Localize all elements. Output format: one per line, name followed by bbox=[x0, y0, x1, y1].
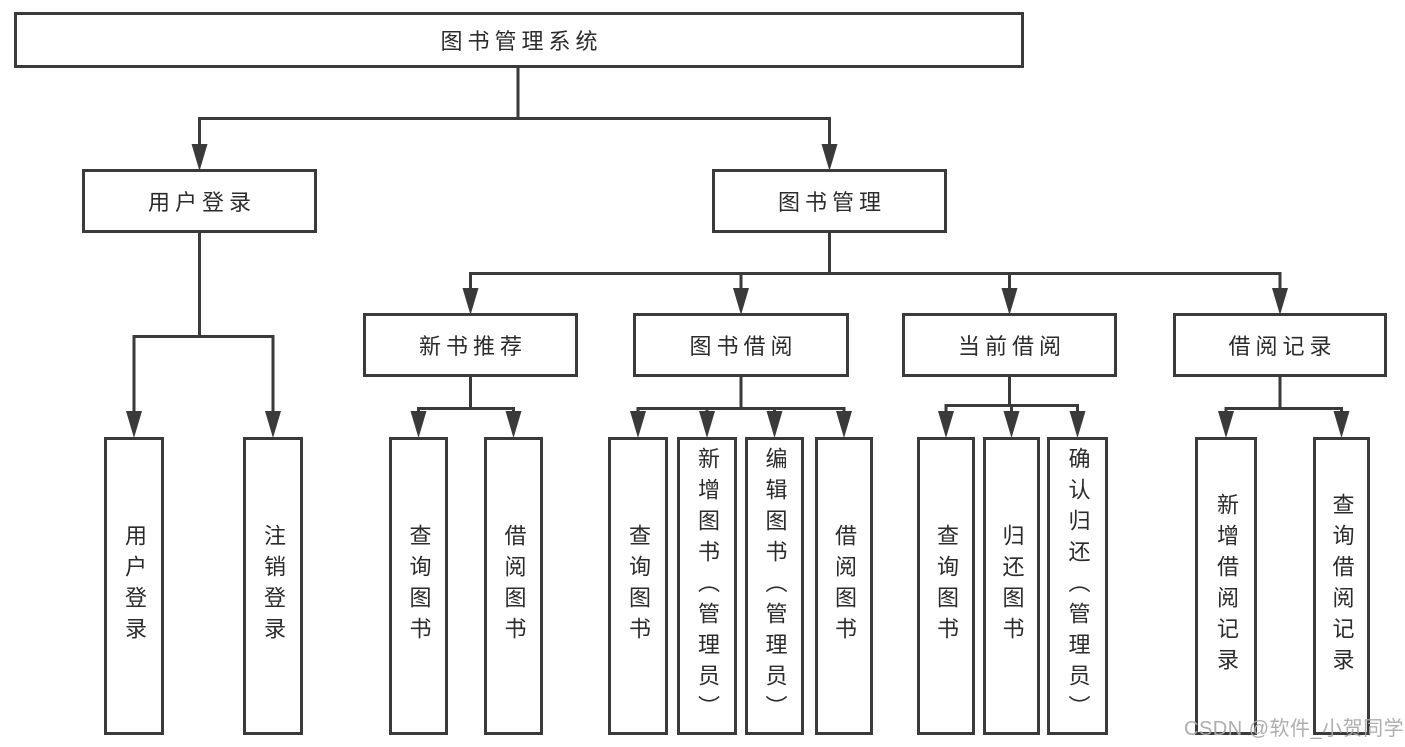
connector-arrowhead bbox=[1003, 411, 1020, 438]
connector-arrowhead bbox=[766, 411, 783, 438]
leaf-bb-borrow-book: 借阅图书 bbox=[815, 437, 873, 735]
node-user-login: 用户登录 bbox=[82, 169, 317, 233]
leaf-cb-return-book-label: 归还图书 bbox=[999, 524, 1025, 648]
leaf-user-login-label: 用户登录 bbox=[122, 524, 147, 648]
node-root-label: 图书管理系统 bbox=[440, 29, 603, 54]
node-borrow-record-label: 借阅记录 bbox=[1228, 334, 1337, 359]
leaf-logout: 注销登录 bbox=[243, 437, 303, 735]
connector-arrowhead bbox=[191, 144, 208, 171]
connector-arrowhead bbox=[505, 411, 522, 438]
leaf-nb-borrow-book-label: 借阅图书 bbox=[501, 524, 527, 648]
connector-arrowhead bbox=[265, 411, 281, 438]
leaf-cb-query-book: 查询图书 bbox=[917, 437, 975, 735]
leaf-br-query-record-label: 查询借阅记录 bbox=[1329, 493, 1355, 679]
connector-arrowhead bbox=[733, 288, 749, 315]
leaf-bb-query-book: 查询图书 bbox=[608, 437, 668, 735]
leaf-logout-label: 注销登录 bbox=[261, 524, 286, 648]
connector-arrowhead bbox=[630, 411, 646, 438]
node-current-borrow-label: 当前借阅 bbox=[957, 334, 1066, 359]
leaf-nb-borrow-book: 借阅图书 bbox=[484, 437, 543, 735]
csdn-watermark: CSDN @软件_小贺同学 bbox=[1184, 718, 1405, 740]
leaf-br-query-record: 查询借阅记录 bbox=[1313, 437, 1370, 735]
node-user-login-label: 用户登录 bbox=[147, 190, 256, 215]
leaf-br-add-record: 新增借阅记录 bbox=[1195, 437, 1257, 735]
connector-arrowhead bbox=[410, 411, 427, 438]
leaf-user-login: 用户登录 bbox=[104, 437, 164, 735]
leaf-cb-return-book: 归还图书 bbox=[983, 437, 1040, 735]
leaf-bb-query-book-label: 查询图书 bbox=[626, 524, 651, 648]
connector-arrowhead bbox=[938, 411, 954, 438]
node-new-book-recommend: 新书推荐 bbox=[363, 313, 578, 377]
leaf-bb-edit-book-label: 编辑图书（管理员） bbox=[762, 446, 788, 726]
node-book-borrow-label: 图书借阅 bbox=[689, 334, 798, 359]
node-book-management-label: 图书管理 bbox=[777, 190, 886, 215]
connector-arrowhead bbox=[836, 411, 852, 438]
leaf-nb-query-book-label: 查询图书 bbox=[406, 524, 432, 648]
leaf-bb-add-book-label: 新增图书（管理员） bbox=[695, 446, 720, 726]
node-book-management: 图书管理 bbox=[712, 169, 947, 233]
connector-arrowhead bbox=[1001, 288, 1018, 315]
leaf-cb-confirm-return: 确认归还（管理员） bbox=[1047, 437, 1108, 735]
node-borrow-record: 借阅记录 bbox=[1173, 313, 1387, 377]
connector-arrowhead bbox=[126, 411, 142, 438]
leaf-nb-query-book: 查询图书 bbox=[389, 437, 448, 735]
leaf-bb-add-book: 新增图书（管理员） bbox=[677, 437, 737, 735]
connector-arrowhead bbox=[821, 144, 838, 171]
node-root: 图书管理系统 bbox=[14, 12, 1024, 68]
leaf-cb-query-book-label: 查询图书 bbox=[934, 524, 959, 648]
connector-arrowhead bbox=[1333, 411, 1350, 438]
leaf-bb-edit-book: 编辑图书（管理员） bbox=[745, 437, 804, 735]
connector-arrowhead bbox=[699, 411, 715, 438]
connector-arrowhead bbox=[1272, 288, 1288, 315]
leaf-bb-borrow-book-label: 借阅图书 bbox=[832, 524, 857, 648]
connector-arrowhead bbox=[462, 288, 479, 315]
node-current-borrow: 当前借阅 bbox=[902, 313, 1117, 377]
leaf-cb-confirm-return-label: 确认归还（管理员） bbox=[1065, 446, 1091, 726]
node-book-borrow: 图书借阅 bbox=[633, 313, 849, 377]
connector-arrowhead bbox=[1218, 411, 1234, 438]
connector-arrowhead bbox=[1069, 411, 1086, 438]
node-new-book-recommend-label: 新书推荐 bbox=[418, 334, 527, 359]
leaf-br-add-record-label: 新增借阅记录 bbox=[1214, 493, 1239, 679]
